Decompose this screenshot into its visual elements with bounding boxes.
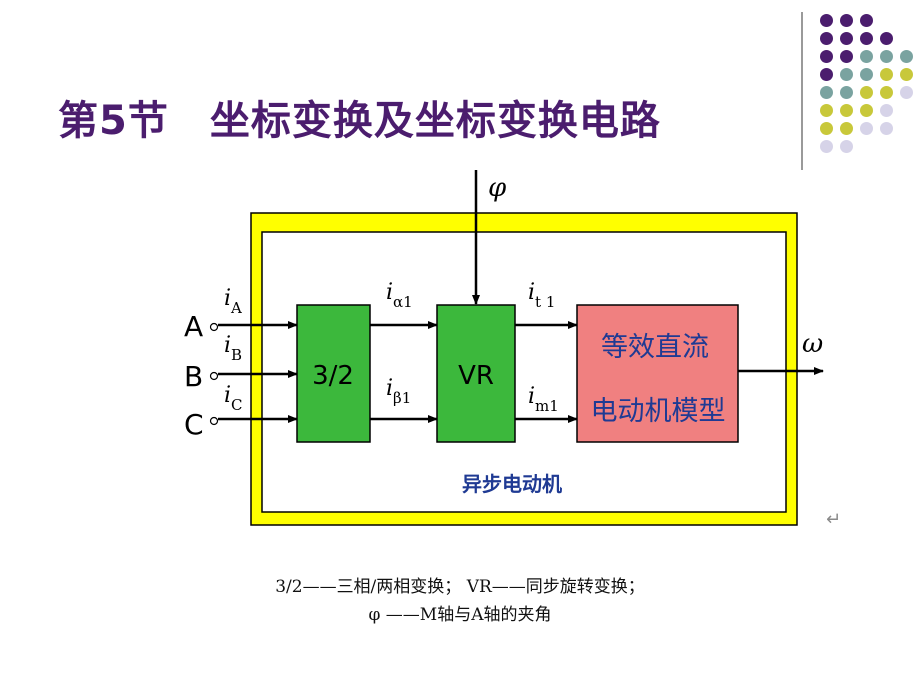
dot (860, 122, 873, 135)
terminal-b (209, 371, 219, 381)
terminal-c (209, 416, 219, 426)
current-ic-label: iC (224, 383, 243, 414)
dot (860, 14, 873, 27)
motor-model-line2: 电动机模型 (591, 396, 726, 427)
current-ib-main: i (224, 333, 231, 358)
dot (840, 68, 853, 81)
t-current-sub: t 1 (535, 293, 555, 311)
beta-current-main: i (386, 376, 393, 401)
beta-current-label: iβ1 (386, 376, 411, 407)
dot (820, 122, 833, 135)
alpha-current-label: iα1 (386, 280, 413, 311)
current-ic-main: i (224, 383, 231, 408)
dot (840, 122, 853, 135)
m-current-main: i (528, 384, 535, 409)
motor-model-block (576, 304, 739, 443)
dot (820, 32, 833, 45)
dot (880, 104, 893, 117)
t-current-label: it 1 (528, 280, 555, 311)
dot (860, 86, 873, 99)
block-vr-label: VR (458, 361, 494, 391)
current-ia-sub: A (230, 299, 242, 317)
dot (900, 86, 913, 99)
m-current-sub: m1 (535, 397, 559, 415)
m-current-label: im1 (528, 384, 559, 415)
current-ia-main: i (224, 286, 231, 311)
dot (840, 140, 853, 153)
dot (840, 86, 853, 99)
current-ib-label: iB (224, 333, 242, 364)
caption-line-2: φ ——M轴与A轴的夹角 (368, 605, 552, 625)
block-vr (436, 304, 516, 443)
frame-label: 异步电动机 (462, 472, 562, 496)
dot (860, 104, 873, 117)
dot (840, 14, 853, 27)
alpha-current-sub: α1 (393, 293, 413, 311)
phase-c-label: C (184, 408, 204, 441)
phase-a-label: A (184, 310, 203, 343)
dot (840, 50, 853, 63)
phase-b-label: B (184, 360, 203, 393)
dot (880, 68, 893, 81)
dot (820, 68, 833, 81)
slide-title: 第5节 坐标变换及坐标变换电路 (58, 98, 661, 144)
title-divider (801, 12, 803, 170)
dot (820, 104, 833, 117)
dot (880, 32, 893, 45)
dot (860, 68, 873, 81)
dot (880, 50, 893, 63)
dot (860, 50, 873, 63)
caption-line-1: 3/2——三相/两相变换； VR——同步旋转变换； (275, 577, 645, 597)
dot (840, 32, 853, 45)
dot (860, 32, 873, 45)
terminal-a (209, 322, 219, 332)
motor-model-line1: 等效直流 (601, 332, 709, 363)
block-3-2-label: 3/2 (312, 361, 354, 391)
dot (900, 50, 913, 63)
dot (820, 86, 833, 99)
alpha-current-main: i (386, 280, 393, 305)
dot (880, 122, 893, 135)
current-ic-sub: C (231, 396, 242, 414)
return-mark-icon: ↵ (826, 509, 842, 530)
dot (880, 86, 893, 99)
dot (820, 14, 833, 27)
dot (820, 140, 833, 153)
beta-current-sub: β1 (393, 389, 411, 407)
dot (820, 50, 833, 63)
output-omega-label: ω (802, 329, 823, 359)
dot (900, 68, 913, 81)
current-ia-label: iA (224, 286, 242, 317)
phi-label: φ (488, 173, 507, 203)
dot (840, 104, 853, 117)
block-3-2 (296, 304, 371, 443)
t-current-main: i (528, 280, 535, 305)
current-ib-sub: B (231, 346, 242, 364)
